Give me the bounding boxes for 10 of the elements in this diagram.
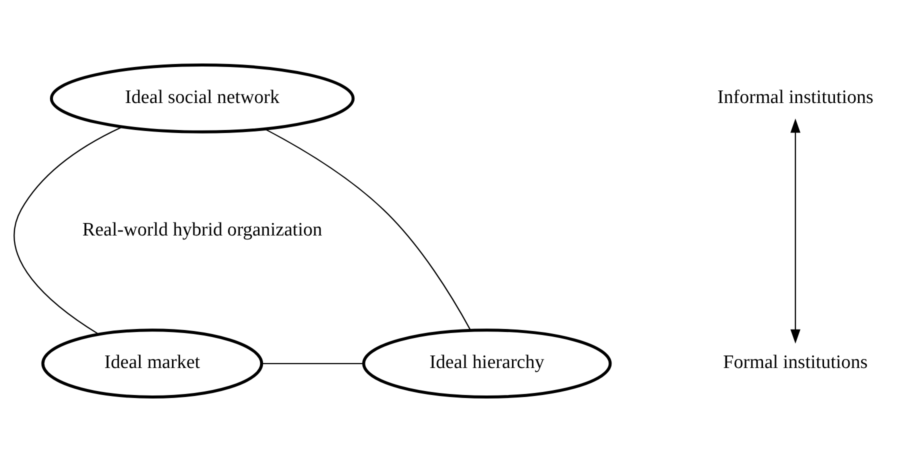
- connector: [14, 126, 122, 334]
- node-ellipse: Ideal social network: [50, 63, 355, 133]
- node-text: Formal institutions: [723, 352, 868, 373]
- node-ellipse: Ideal market: [41, 328, 264, 398]
- arrow: [790, 118, 800, 344]
- node-ellipse: Ideal hierarchy: [362, 328, 612, 398]
- node-text: Informal institutions: [717, 86, 874, 108]
- connector: [262, 362, 364, 364]
- connector: [264, 128, 472, 330]
- label: Real-world hybrid organization: [82, 219, 322, 240]
